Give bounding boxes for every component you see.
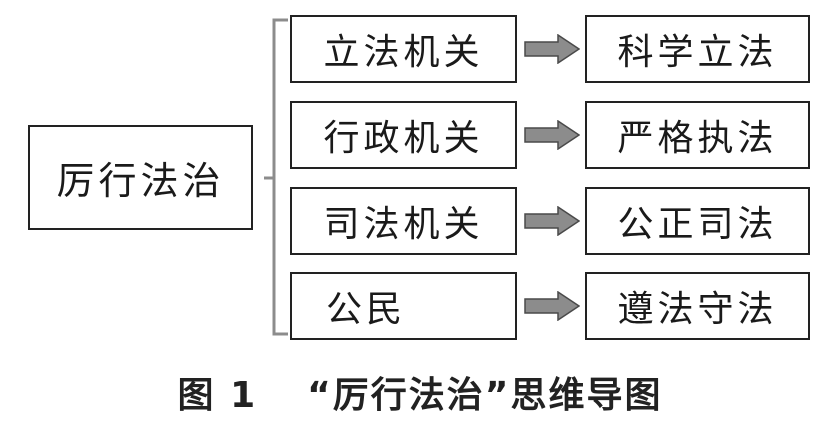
principle-node-label: 科学立法 bbox=[617, 32, 778, 73]
bracket-connector bbox=[264, 18, 288, 336]
principle-node-label: 严格执法 bbox=[617, 118, 778, 159]
root-node-label: 厉行法治 bbox=[56, 159, 225, 203]
figure-number: 图 1 bbox=[177, 375, 258, 416]
actor-node-label: 公民 bbox=[326, 289, 407, 330]
principle-node-label: 遵法守法 bbox=[617, 289, 778, 330]
arrow-right-icon bbox=[524, 34, 580, 64]
actor-node-label: 司法机关 bbox=[323, 204, 484, 245]
actor-node-label: 立法机关 bbox=[323, 32, 484, 73]
actor-node-label: 行政机关 bbox=[323, 118, 484, 159]
arrow-right-icon bbox=[524, 206, 580, 236]
figure-title: “厉行法治”思维导图 bbox=[307, 375, 663, 416]
arrow-right-icon bbox=[524, 291, 580, 321]
arrow-right-icon bbox=[524, 120, 580, 150]
principle-node-law-abiding: 遵法守法 bbox=[585, 272, 810, 340]
actor-node-administration: 行政机关 bbox=[290, 101, 517, 169]
figure-caption: 图 1 “厉行法治”思维导图 bbox=[0, 366, 840, 418]
root-node: 厉行法治 bbox=[28, 125, 253, 230]
principle-node-label: 公正司法 bbox=[617, 204, 778, 245]
actor-node-legislature: 立法机关 bbox=[290, 15, 517, 83]
principle-node-scientific-legislation: 科学立法 bbox=[585, 15, 810, 83]
principle-node-fair-justice: 公正司法 bbox=[585, 187, 810, 255]
principle-node-strict-enforcement: 严格执法 bbox=[585, 101, 810, 169]
actor-node-citizens: 公民 bbox=[290, 272, 517, 340]
actor-node-judiciary: 司法机关 bbox=[290, 187, 517, 255]
